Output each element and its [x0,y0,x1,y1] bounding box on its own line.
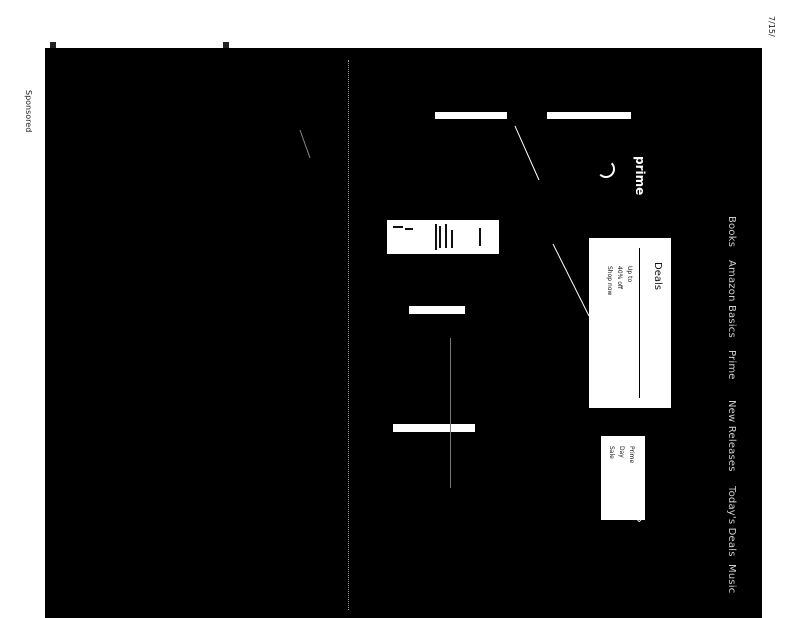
card-line-2: 40% off [616,266,623,290]
left-margin-mark [50,42,56,48]
header-bar [547,112,631,119]
chevron-icon[interactable]: ⌄ [635,514,644,525]
card-title: Deals [652,262,663,290]
leader-lines [299,125,590,317]
card-divider [639,248,640,398]
date-label: 7/15/ [767,16,776,37]
card-line-3: Shop now [606,266,613,296]
deals-card[interactable]: Deals Up to 40% off Shop now [589,238,671,408]
left-margin-mark [223,42,229,48]
card-line-1: Up to [626,266,633,283]
sponsored-label: Sponsored [24,90,33,133]
rotated-page: Books Amazon Basics Prime New Releases T… [45,48,762,618]
promo-line-1: Prime [628,446,635,464]
faint-vertical-line [450,338,451,488]
product-thumb-art [387,220,499,254]
promo-card[interactable]: Prime Day Sale [601,436,645,520]
arrow-icon[interactable]: ➜ [637,496,646,507]
promo-line-3: Sale [608,446,615,459]
promo-line-2: Day [618,446,625,458]
prime-smile-icon [597,160,615,178]
price-tag [409,306,465,314]
product-thumb[interactable] [387,220,499,254]
price-tag [393,424,475,432]
header-bar [435,112,507,119]
guide-dotted-line [348,60,349,610]
